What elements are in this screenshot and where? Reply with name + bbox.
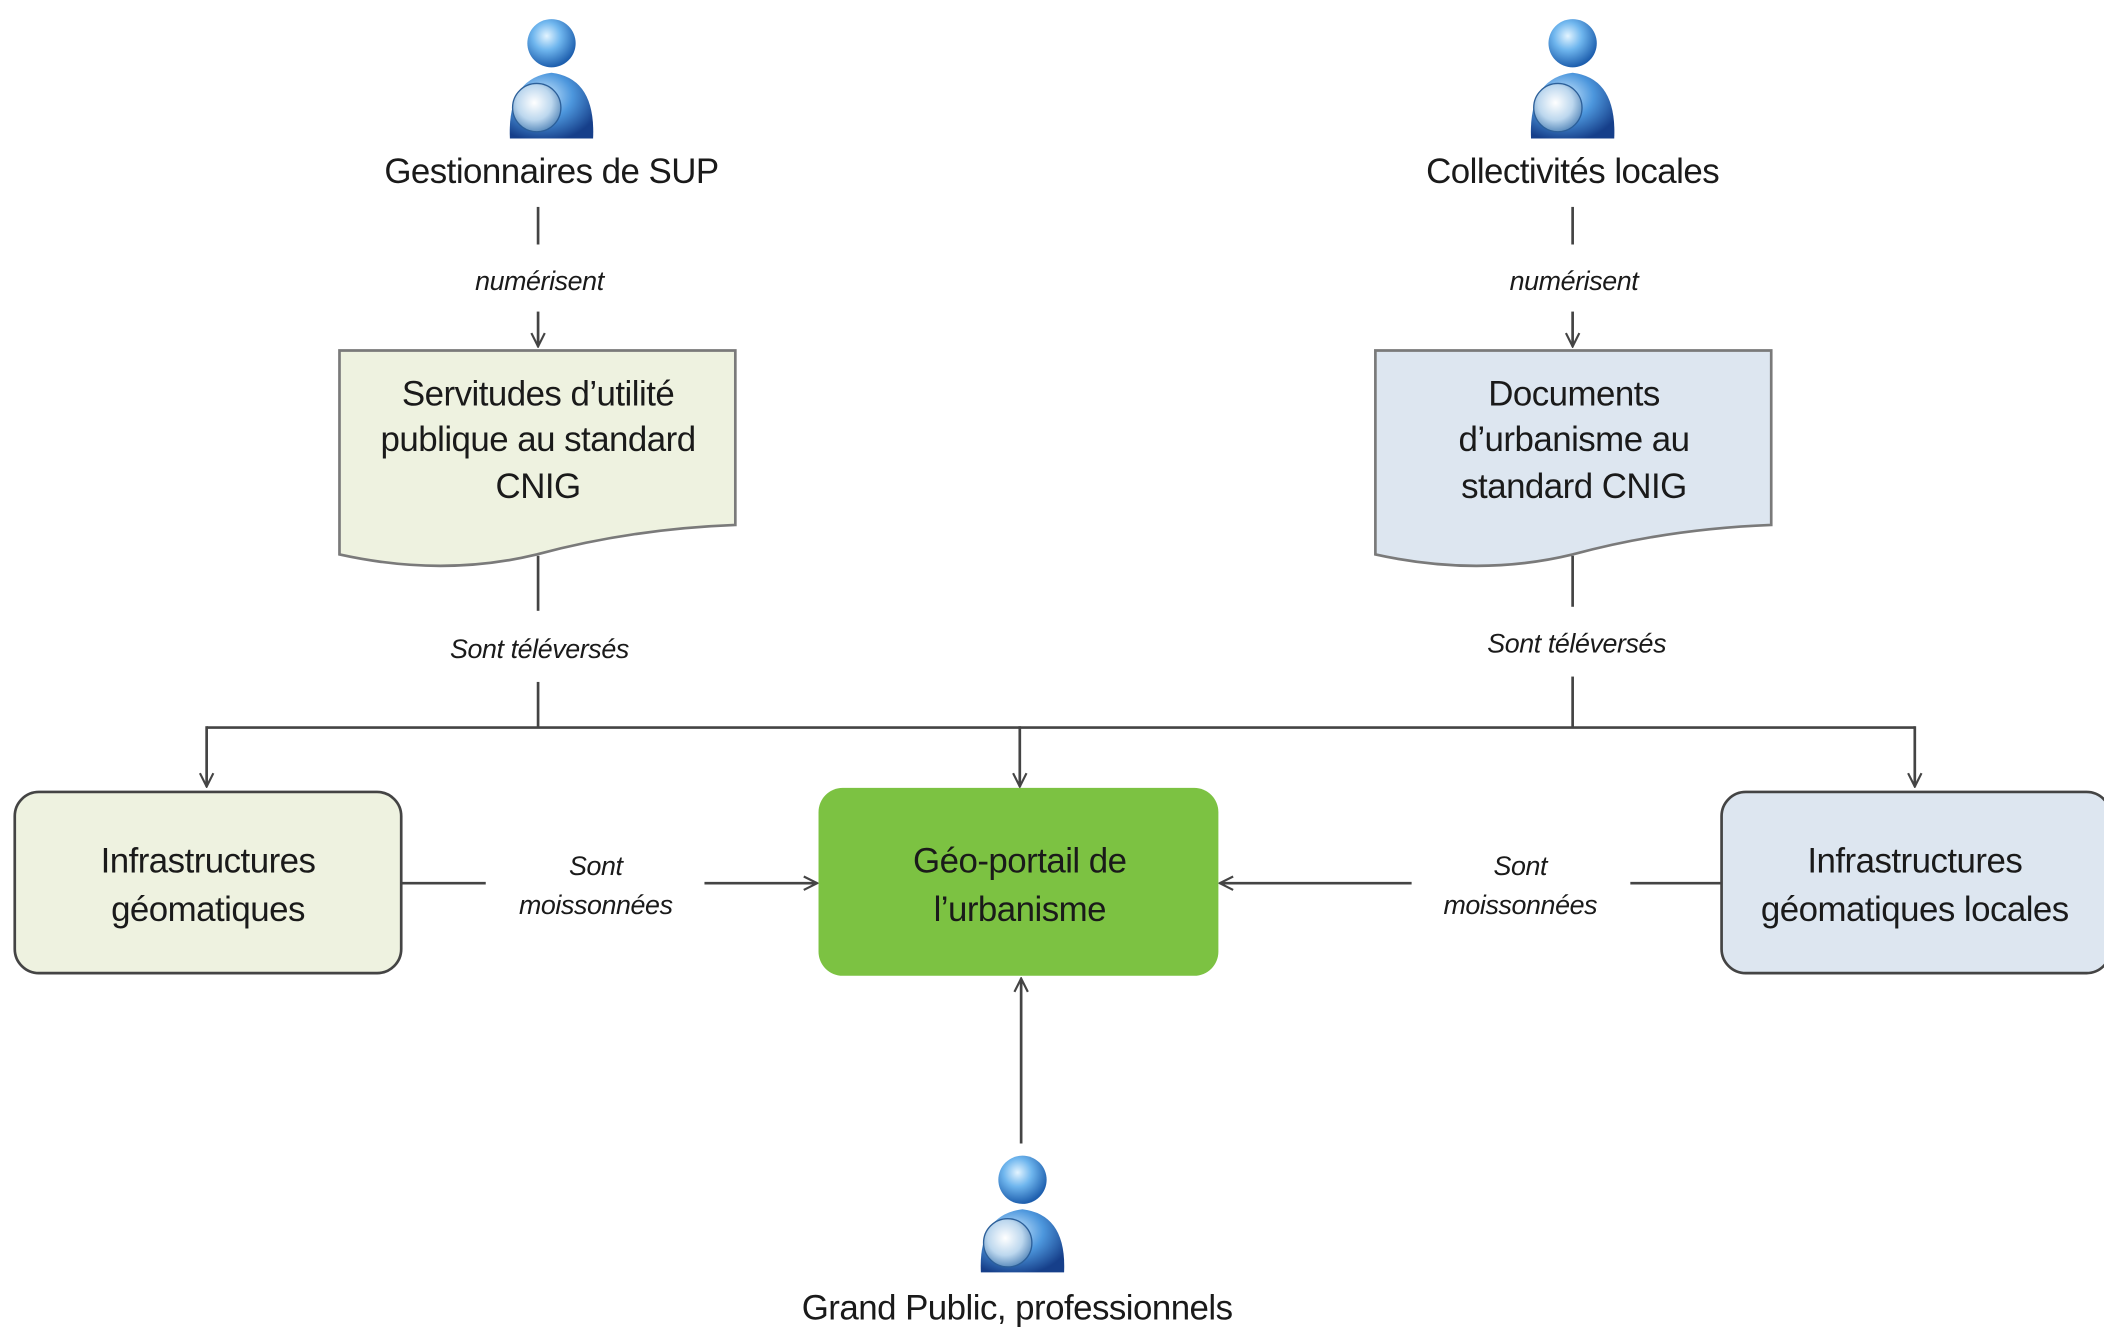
doc-sup-line-2: publique au standard — [381, 420, 696, 459]
doc-sup-line-3: CNIG — [496, 467, 581, 506]
verb-harvested-right-1: Sont — [1494, 851, 1550, 881]
verb-uploaded-left: Sont téléversés — [450, 634, 629, 664]
verb-harvested-right-2: moissonnées — [1443, 890, 1597, 920]
doc-urbanism-line-2: d’urbanisme au — [1458, 420, 1689, 459]
verb-harvested-left-2: moissonnées — [519, 890, 673, 920]
verb-digitize-left: numérisent — [475, 266, 606, 296]
doc-urbanism-line-1: Documents — [1488, 375, 1660, 414]
geo-infra-line-2: géomatiques — [111, 890, 305, 929]
document-sup: Servitudes d’utilité publique au standar… — [338, 349, 737, 568]
portal-line-1: Géo-portail de — [913, 841, 1127, 880]
local-infra-line-1: Infrastructures — [1807, 841, 2022, 880]
verb-digitize-right: numérisent — [1510, 266, 1641, 296]
actor-public: Grand Public, professionnels — [802, 1288, 1233, 1327]
verb-uploaded-right: Sont téléversés — [1487, 628, 1666, 658]
geo-infra-line-1: Infrastructures — [101, 841, 316, 880]
user-icon — [509, 19, 594, 139]
box-local-infra: Infrastructures géomatiques locales — [1720, 790, 2104, 975]
actor-sup-managers: Gestionnaires de SUP — [384, 152, 718, 191]
actor-local-authorities: Collectivités locales — [1426, 152, 1719, 191]
portal-line-2: l’urbanisme — [934, 890, 1106, 929]
user-icon — [1530, 19, 1615, 139]
box-portal: Géo-portail de l’urbanisme — [818, 787, 1219, 976]
box-geo-infra: Infrastructures géomatiques — [13, 790, 403, 975]
verb-harvested-left-1: Sont — [569, 851, 625, 881]
doc-sup-line-1: Servitudes d’utilité — [402, 375, 674, 414]
user-icon — [980, 1155, 1065, 1273]
doc-urbanism-line-3: standard CNIG — [1461, 467, 1687, 506]
document-urbanism: Documents d’urbanisme au standard CNIG — [1374, 349, 1773, 568]
local-infra-line-2: géomatiques locales — [1761, 890, 2069, 929]
